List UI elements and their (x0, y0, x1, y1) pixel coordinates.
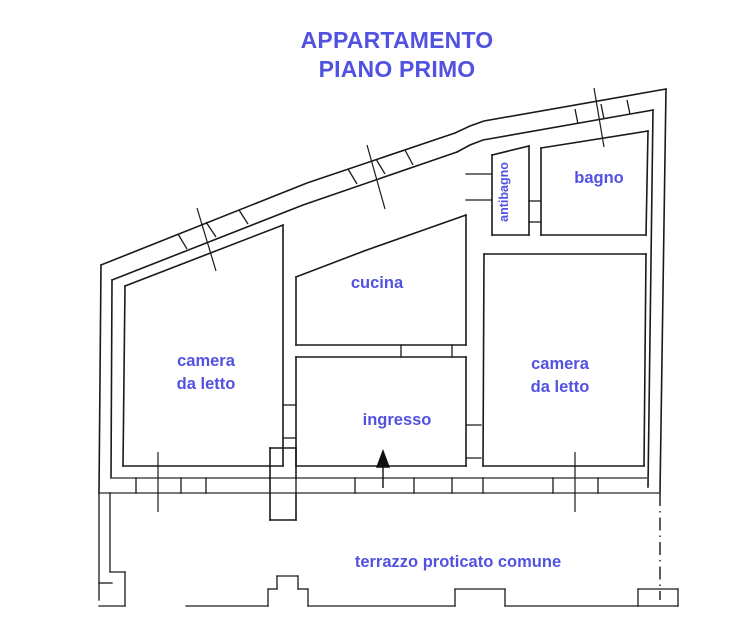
room-camera-da-letto-right (482, 253, 647, 512)
label-camera-da-letto-left-line1: camera (177, 352, 236, 370)
label-bagno: bagno (574, 169, 624, 187)
label-camera-da-letto-left-line2: da letto (177, 375, 236, 393)
room-cucina (294, 213, 468, 358)
label-camera-da-letto-right-line2: da letto (531, 378, 590, 396)
label-cucina: cucina (351, 274, 404, 292)
room-ingresso (282, 356, 482, 488)
label-terrazzo-proticato-comune: terrazzo proticato comune (355, 553, 561, 571)
window-cucina (347, 144, 414, 210)
room-bagno (540, 130, 649, 236)
title-line-2: PIANO PRIMO (319, 56, 476, 82)
room-labels: camera da letto cucina ingresso antibagn… (177, 162, 624, 429)
entrance-direction-arrow (375, 449, 391, 488)
window-left-bedroom (177, 207, 249, 272)
landing-projection (269, 447, 297, 521)
room-antibagno (465, 145, 542, 236)
plan-title: APPARTAMENTO PIANO PRIMO (301, 27, 494, 82)
label-ingresso: ingresso (363, 411, 432, 429)
title-line-1: APPARTAMENTO (301, 27, 494, 53)
label-camera-da-letto-right-line1: camera (531, 355, 590, 373)
label-antibagno: antibagno (497, 162, 511, 222)
room-camera-da-letto-left (122, 223, 285, 512)
window-bagno (574, 87, 631, 148)
terrace-parapet (98, 492, 679, 607)
building-outer-walls (98, 88, 667, 494)
bottom-wall-openings (205, 477, 484, 494)
